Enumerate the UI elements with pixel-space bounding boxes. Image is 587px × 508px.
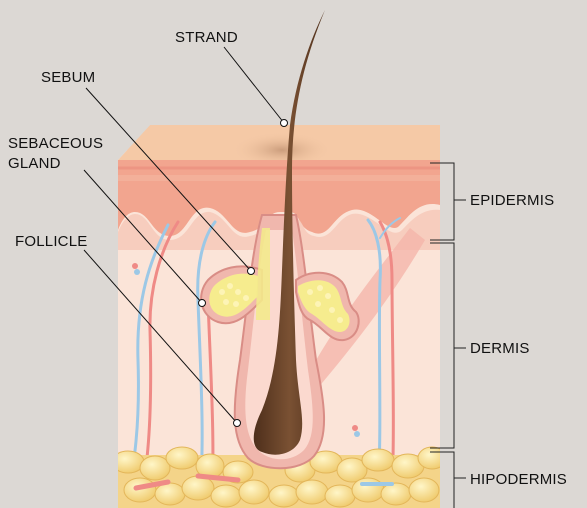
label-follicle: FOLLICLE bbox=[15, 233, 87, 250]
label-strand: STRAND bbox=[175, 29, 238, 46]
label-sebaceous-gland-line1: SEBACEOUS bbox=[8, 135, 103, 152]
label-sebum: SEBUM bbox=[41, 69, 95, 86]
label-epidermis: EPIDERMIS bbox=[470, 192, 554, 209]
label-dermis: DERMIS bbox=[470, 340, 530, 357]
label-hipodermis: HIPODERMIS bbox=[470, 471, 567, 488]
label-sebaceous-gland-line2: GLAND bbox=[8, 155, 61, 172]
